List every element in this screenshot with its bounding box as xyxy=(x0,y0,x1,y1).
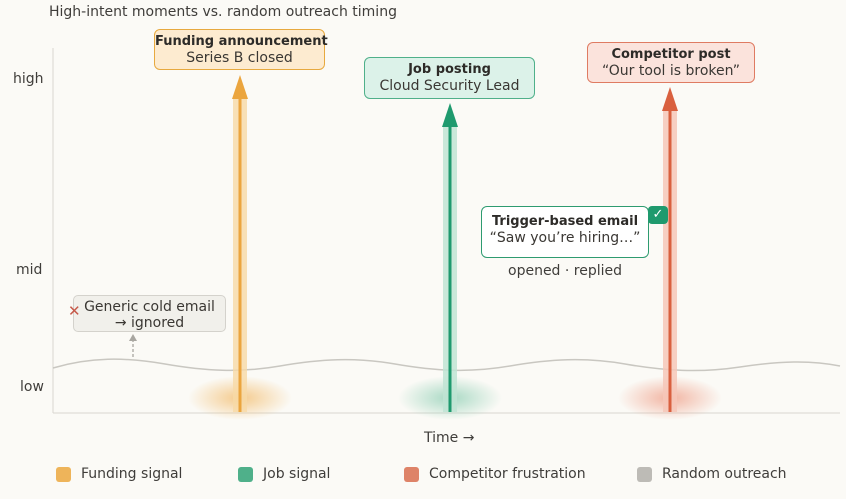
legend-label-competitor: Competitor frustration xyxy=(429,466,586,482)
competitor-callout: Competitor post “Our tool is broken” xyxy=(587,42,755,83)
funding-arrowhead xyxy=(232,75,248,99)
generic-dashed-arrowhead xyxy=(129,334,137,341)
legend-swatch-job xyxy=(238,466,253,482)
job-callout-subtitle: Cloud Security Lead xyxy=(379,78,520,94)
job-callout-title: Job posting xyxy=(408,62,491,77)
legend-label-funding: Funding signal xyxy=(81,466,183,482)
job-arrowhead xyxy=(442,103,458,127)
generic-email-line1: Generic cold email xyxy=(84,299,215,315)
y-label-low: low xyxy=(20,379,44,395)
funding-callout-subtitle: Series B closed xyxy=(186,50,293,66)
trigger-email-title: Trigger-based email xyxy=(491,214,639,229)
generic-email-line2: → ignored xyxy=(114,315,185,331)
legend-swatch-random xyxy=(637,466,652,482)
generic-email-callout: Generic cold email → ignored xyxy=(73,295,226,332)
x-mark-icon: ✕ xyxy=(68,302,81,320)
competitor-arrowhead xyxy=(662,87,678,111)
legend-swatch-competitor xyxy=(404,466,419,482)
funding-callout-title: Funding announcement xyxy=(155,34,328,49)
competitor-callout-title: Competitor post xyxy=(611,47,731,62)
trigger-email-quote: “Saw you’re hiring…” xyxy=(489,230,641,246)
legend-item-random: Random outreach xyxy=(637,463,787,485)
legend-item-funding: Funding signal xyxy=(56,463,182,485)
legend-label-random: Random outreach xyxy=(662,466,787,482)
trigger-email-callout: Trigger-based email “Saw you’re hiring…” xyxy=(481,206,649,258)
legend-swatch-funding xyxy=(56,466,71,482)
trigger-email-status: opened · replied xyxy=(508,263,623,279)
legend-item-competitor: Competitor frustration xyxy=(404,463,586,485)
competitor-callout-subtitle: “Our tool is broken” xyxy=(602,63,740,79)
check-icon: ✓ xyxy=(648,206,668,224)
x-axis-label: Time → xyxy=(424,430,475,446)
job-callout: Job posting Cloud Security Lead xyxy=(364,57,535,99)
diagram-title: High-intent moments vs. random outreach … xyxy=(49,4,397,20)
legend-item-job: Job signal xyxy=(238,463,330,485)
funding-callout: Funding announcement Series B closed xyxy=(154,29,328,70)
legend-label-job: Job signal xyxy=(263,466,331,482)
legend: Funding signal Job signal Competitor fru… xyxy=(56,463,836,485)
y-label-mid: mid xyxy=(16,262,43,278)
y-label-high: high xyxy=(13,71,44,87)
